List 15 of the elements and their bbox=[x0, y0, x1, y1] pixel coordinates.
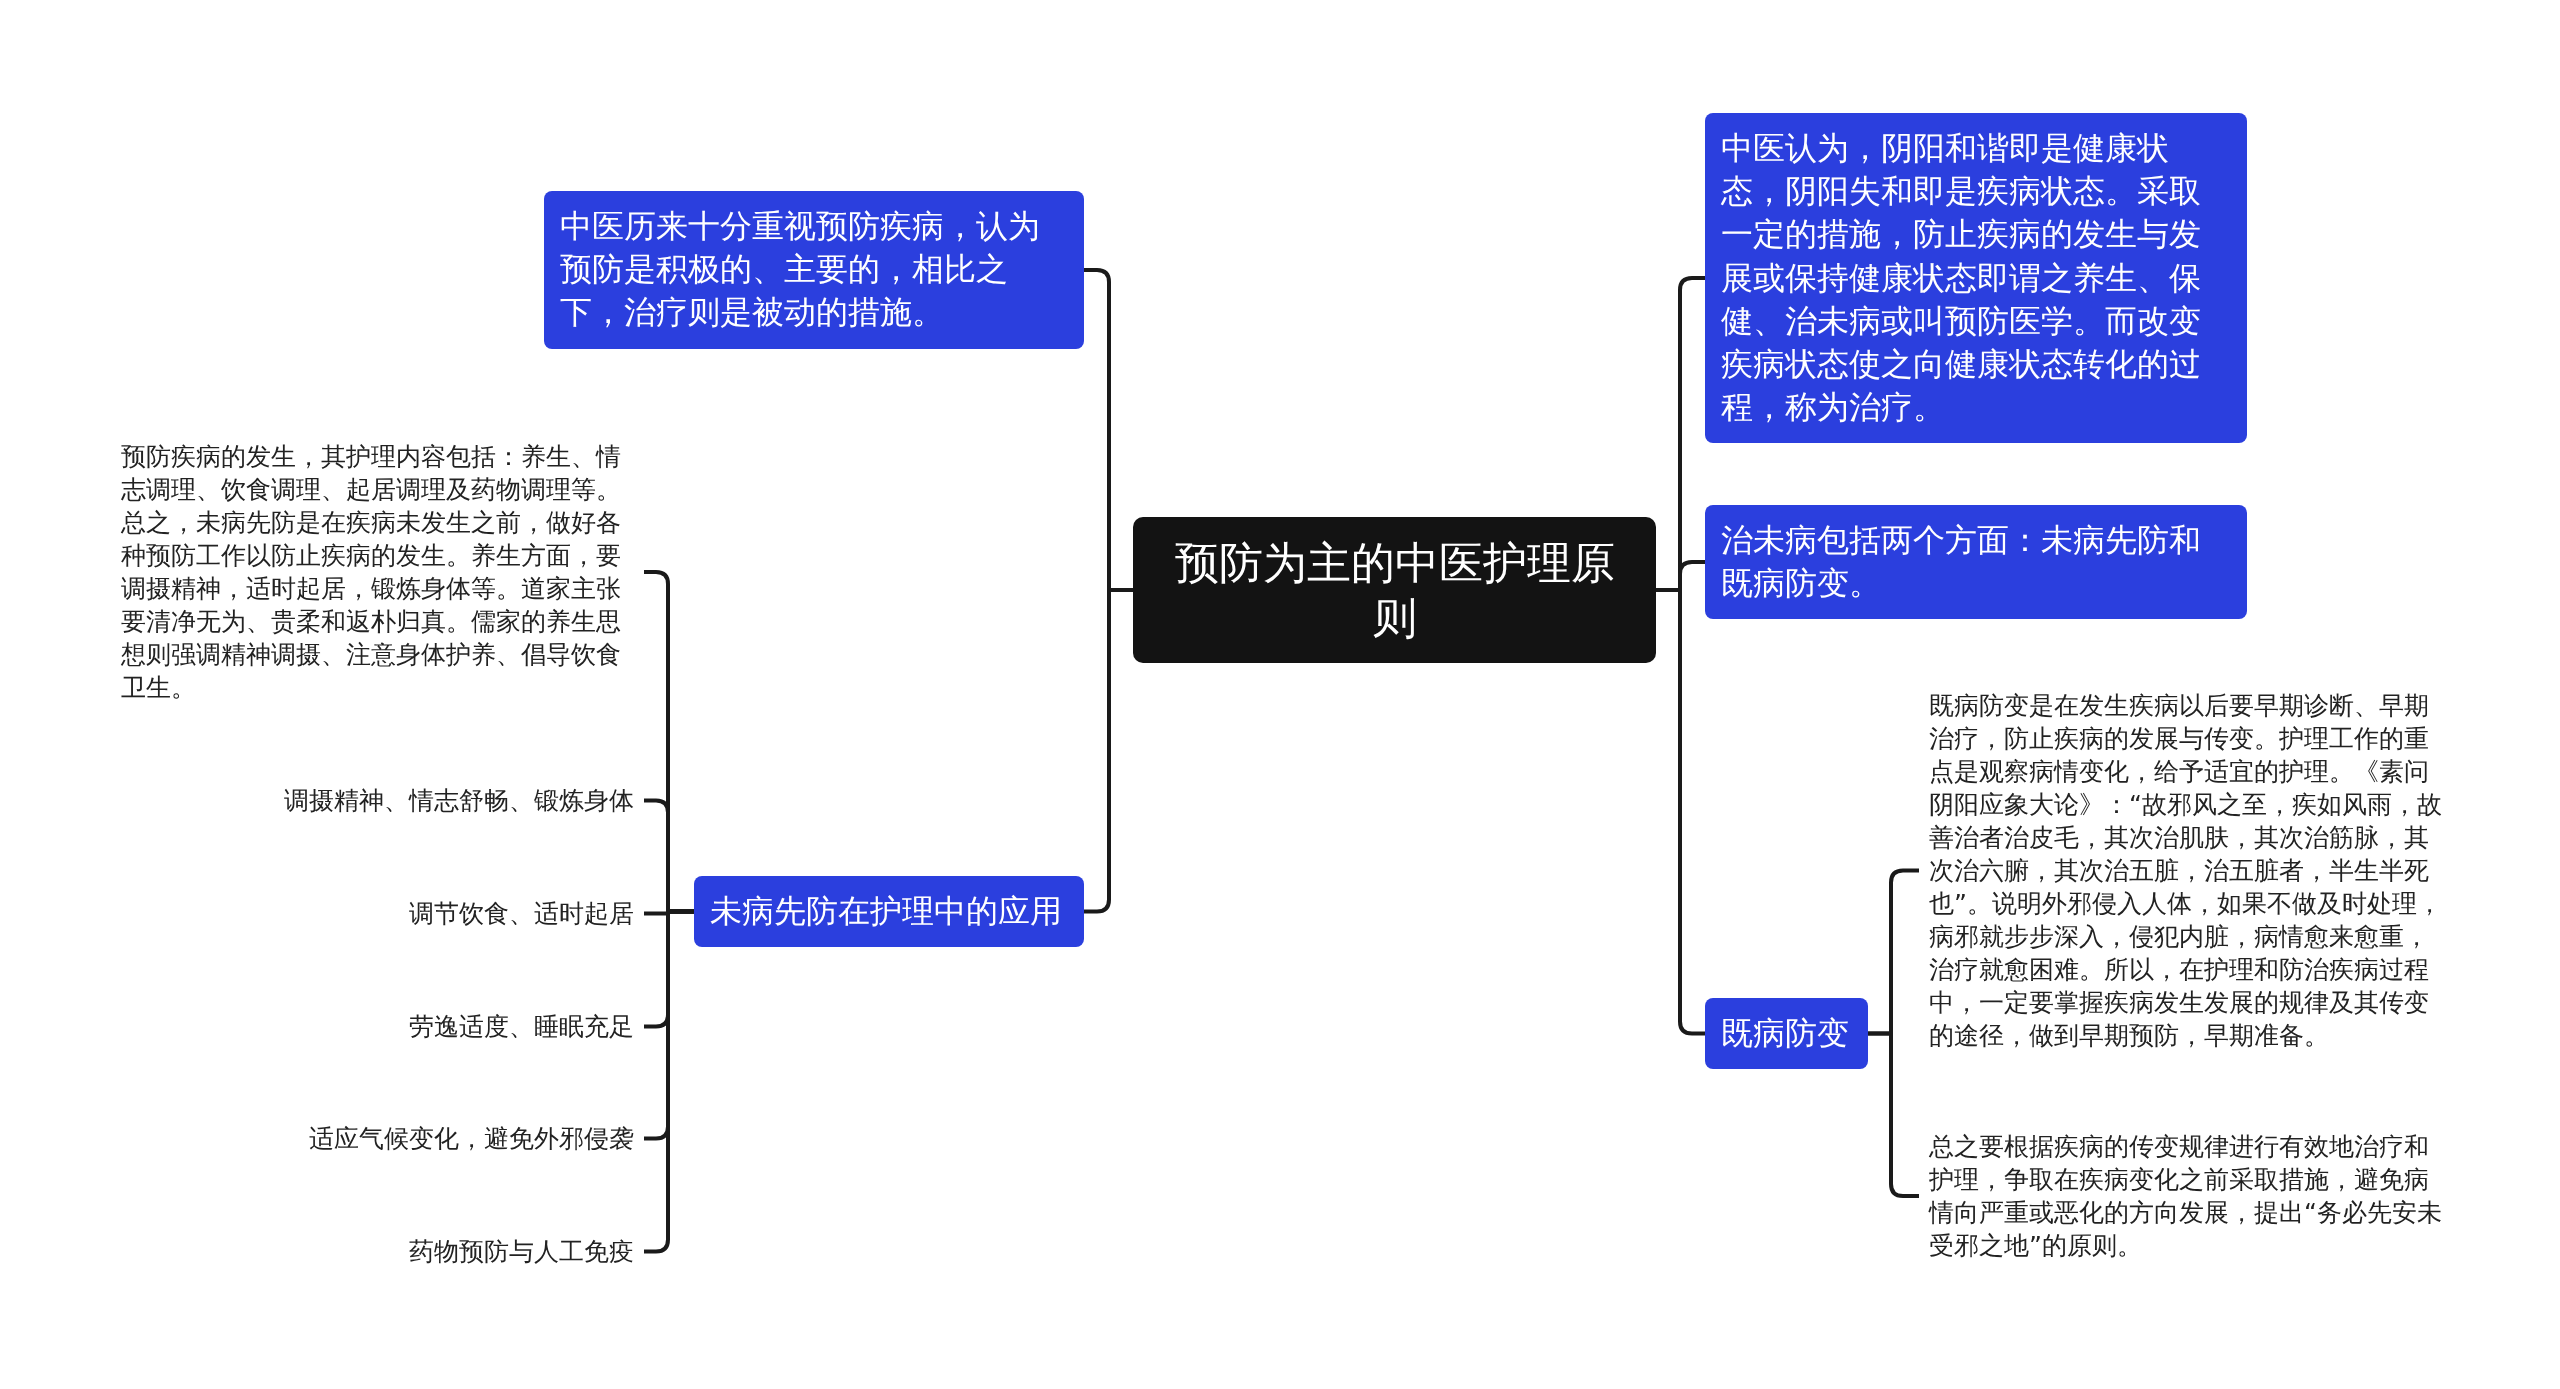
leaf-text: 药物预防与人工免疫 bbox=[409, 1235, 634, 1268]
leaf-text: 适应气候变化，避免外邪侵袭 bbox=[309, 1122, 634, 1155]
note-text: 既病防变是在发生疾病以后要早期诊断、早期治疗，防止疾病的发展与传变。护理工作的重点是观察病情变化，给予适宜的护理。《素问阴阳应象大论》：“故邪风之至，疾如风雨，故善治者治皮毛，其次治肌肤，其次治筋脉，其次治六腑，其次治五脏，治五脏者，半生半死也”。说明外邪侵入人体，如果不做及时处理，病邪就步步深入，侵犯内脏，病情愈来愈重，治疗就愈困难。所以，在护理和防治疾病过程中，一定要掌握疾病发生发展的规律及其传变的途径，做到早期预防，早期准备。 bbox=[1929, 689, 2444, 1052]
note-text: 预防疾病的发生，其护理内容包括：养生、情志调理、饮食调理、起居调理及药物调理等。总之，未病先防是在疾病未发生之前，做好各种预防工作以防止疾病的发生。养生方面，要调摄精神，适时起居，锻炼身体等。道家主张要清净无为、贵柔和返朴归真。儒家的养生思想则强调精神调摄、注意身体护养、倡导饮食卫生。 bbox=[121, 440, 634, 704]
topic-box: 中医认为，阴阳和谐即是健康状态，阴阳失和即是疾病状态。采取一定的措施，防止疾病的发生与发展或保持健康状态即谓之养生、保健、治未病或叫预防医学。而改变疾病状态使之向健康状态转化的过程，称为治疗。 bbox=[1705, 113, 2247, 444]
topic-box: 未病先防在护理中的应用 bbox=[694, 876, 1084, 948]
leaf-text: 调节饮食、适时起居 bbox=[409, 897, 634, 930]
topic-box: 中医历来十分重视预防疾病，认为预防是积极的、主要的，相比之下，治疗则是被动的措施。 bbox=[544, 191, 1084, 349]
connector-line bbox=[1084, 588, 1133, 914]
leaf-text: 劳逸适度、睡眠充足 bbox=[409, 1010, 634, 1043]
note-text: 总之要根据疾病的传变规律进行有效地治疗和护理，争取在疾病变化之前采取措施，避免病情向严重或恶化的方向发展，提出“务必先安未受邪之地”的原则。 bbox=[1929, 1130, 2444, 1262]
leaf-text: 调摄精神、情志舒畅、锻炼身体 bbox=[284, 784, 634, 817]
topic-box: 治未病包括两个方面：未病先防和既病防变。 bbox=[1705, 505, 2247, 620]
topic-box: 既病防变 bbox=[1705, 998, 1868, 1070]
central-topic-box: 预防为主的中医护理原则 bbox=[1133, 517, 1656, 663]
